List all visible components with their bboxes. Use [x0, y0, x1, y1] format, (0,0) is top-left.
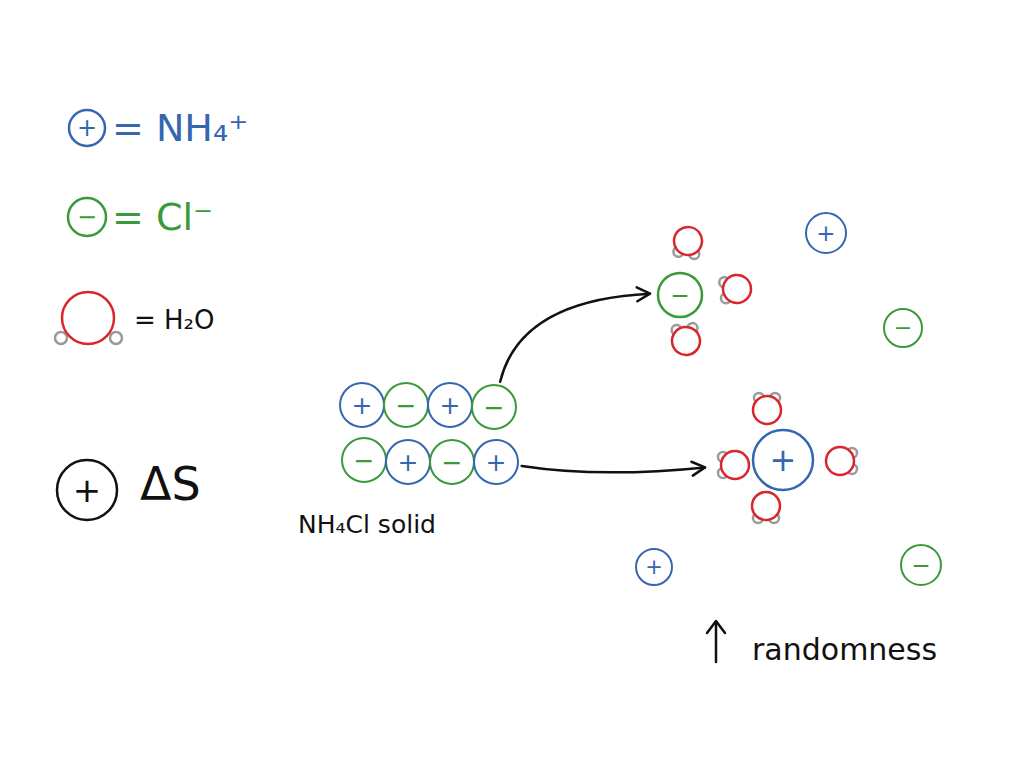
text-label: NH₄Cl solid: [298, 512, 436, 537]
arrow-line: [522, 466, 705, 472]
increase-arrow: [707, 621, 725, 662]
sign-label: +: [77, 116, 97, 140]
ion-sign: +: [645, 557, 663, 578]
ion-circle: +: [473, 439, 519, 485]
ion-circle: [753, 430, 813, 490]
legend-swatch: [68, 198, 106, 236]
arrow-line: [500, 294, 650, 382]
water-molecule: [826, 447, 857, 475]
arrow-head: [707, 621, 725, 633]
ion-sign: −: [396, 393, 417, 418]
ion-sign: −: [911, 554, 930, 577]
ion-circle: −: [883, 308, 923, 348]
text-label: ΔS: [140, 461, 201, 507]
ion-circle: +: [805, 212, 847, 254]
water-molecule: [752, 492, 780, 523]
ion-sign: +: [486, 450, 507, 475]
legend-text: = NH₄⁺: [112, 109, 248, 147]
ion-sign: −: [894, 317, 912, 339]
arrow-head: [637, 287, 650, 301]
sign-label: −: [77, 205, 97, 229]
ion-sign: −: [442, 450, 463, 475]
arrow-shaft: [715, 622, 718, 662]
water-molecule: [753, 393, 781, 424]
legend-text: = Cl⁻: [112, 198, 213, 236]
ion-circle: −: [383, 382, 429, 428]
sign-label: +: [73, 473, 102, 507]
ion-sign: −: [670, 284, 689, 307]
ion-sign: +: [440, 393, 461, 418]
text-label: randomness: [752, 635, 937, 665]
arrow-head: [691, 462, 705, 476]
legend-swatch: [62, 292, 114, 344]
dissolve-arrow: [500, 287, 650, 381]
water-molecule: [670, 322, 702, 356]
ion-circle: [658, 273, 702, 317]
water-molecule: [672, 225, 704, 260]
water-molecule: [719, 274, 753, 305]
ion-circle: +: [427, 382, 473, 428]
water-molecule: [718, 451, 749, 479]
ion-sign-holder: −: [670, 284, 689, 307]
ion-sign: −: [484, 395, 505, 420]
ion-circle: −: [900, 544, 942, 586]
ion-circle: +: [635, 548, 673, 586]
legend-swatches: [55, 110, 122, 344]
ion-sign: +: [352, 393, 373, 418]
legend-swatch: [69, 110, 105, 146]
hydration-shell: [655, 222, 755, 360]
ion-sign: +: [770, 444, 797, 476]
ion-circle: +: [385, 439, 431, 485]
hydrated-ion: −: [655, 222, 755, 360]
sign-circle: [57, 460, 117, 520]
ion-sign: −: [354, 448, 375, 473]
ion-circle: −: [429, 439, 475, 485]
ion-circle: −: [471, 384, 517, 430]
hydrogen-atom: [110, 332, 122, 344]
ion-circle: −: [341, 437, 387, 483]
ion-sign-holder: +: [770, 444, 797, 476]
dissolve-arrow: [522, 462, 705, 476]
ion-sign: +: [398, 450, 419, 475]
hydrogen-atom: [55, 332, 67, 344]
ion-sign: +: [816, 222, 835, 245]
hydrated-ion: +: [710, 385, 866, 533]
ion-circle: +: [339, 382, 385, 428]
legend-text: = H₂O: [134, 307, 215, 333]
